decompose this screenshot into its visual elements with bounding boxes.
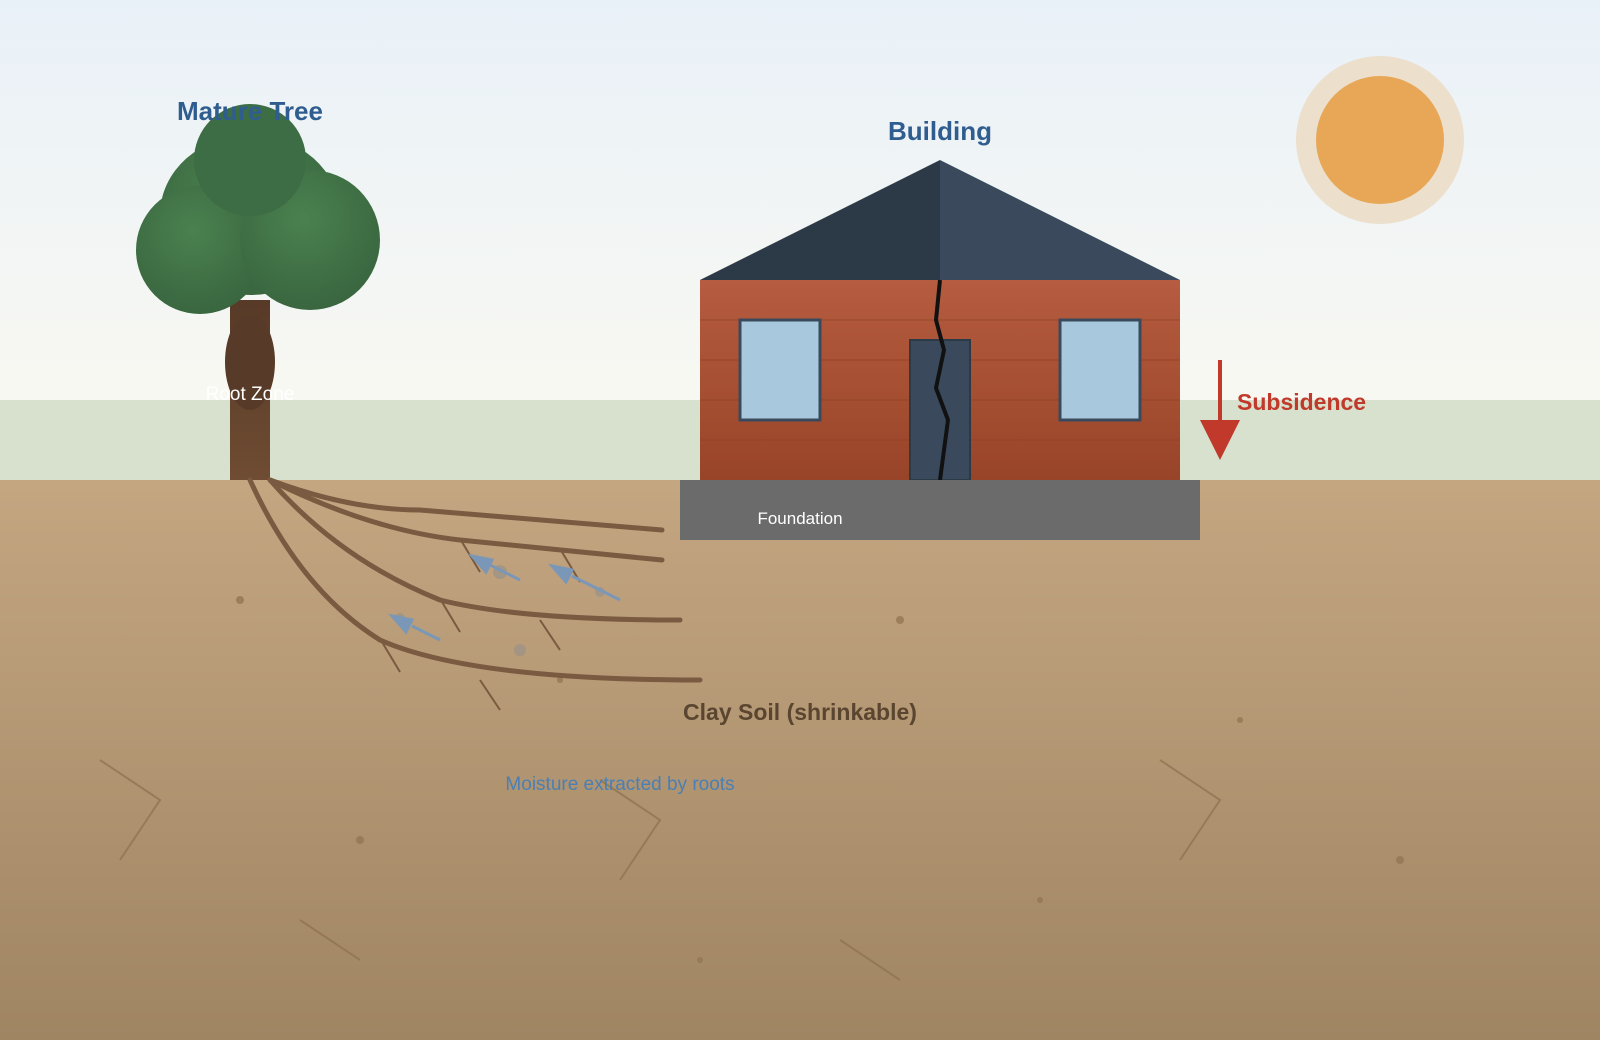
moisture-label: Moisture extracted by roots xyxy=(505,774,734,795)
sun-icon xyxy=(1296,56,1464,224)
foundation-label: Foundation xyxy=(757,509,842,528)
window-right xyxy=(1058,318,1142,422)
roof-right xyxy=(940,160,1180,280)
tree-label: Mature Tree xyxy=(177,96,323,126)
subsidence-label: Subsidence xyxy=(1237,389,1366,415)
root-zone-label: Root Zone xyxy=(206,384,295,405)
foundation xyxy=(680,480,1200,540)
crack-icon xyxy=(934,279,950,481)
building xyxy=(700,160,1180,481)
soil-label: Clay Soil (shrinkable) xyxy=(683,699,917,725)
arrow-left-icon xyxy=(387,553,621,642)
building-label: Building xyxy=(888,116,992,146)
arrow-down-icon xyxy=(1200,360,1240,460)
soil-pebbles xyxy=(236,596,1404,963)
clay-soil xyxy=(0,480,1600,1040)
tree-roots xyxy=(247,477,703,683)
tree-canopy xyxy=(136,104,380,314)
root-hairs xyxy=(381,541,581,711)
soil-cracks xyxy=(99,759,1222,981)
window-left xyxy=(738,318,822,422)
tree-trunk xyxy=(225,300,275,480)
roof-left xyxy=(700,160,940,280)
